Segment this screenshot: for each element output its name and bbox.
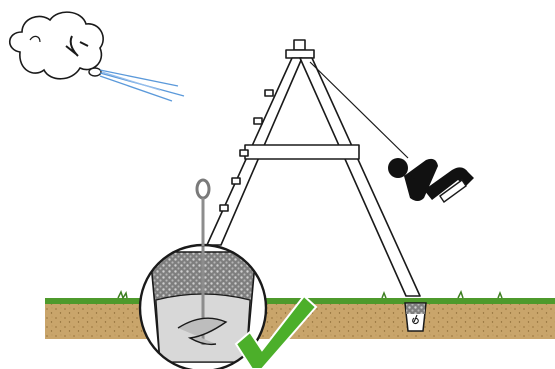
auger-anchor-inset — [138, 243, 268, 369]
child-arm — [411, 161, 429, 179]
top-bolt — [293, 39, 306, 51]
wind-gust — [99, 69, 185, 102]
swing-seat — [439, 179, 467, 203]
wind-cloud — [8, 11, 185, 102]
top-plate — [285, 49, 315, 59]
auger-anchor — [195, 178, 211, 246]
anchor-gravel — [406, 304, 425, 314]
anchor-bolt-icon — [412, 314, 419, 325]
child-swinging — [388, 158, 474, 203]
anchor-eye — [195, 178, 211, 200]
swing-frame — [206, 39, 421, 297]
child-legs — [424, 167, 474, 200]
cloud-mouth — [88, 67, 102, 77]
cross-bar — [244, 144, 360, 160]
grass-tufts — [117, 290, 503, 300]
auger-screw — [177, 317, 228, 346]
ladder-steps — [219, 89, 274, 212]
right-leg — [299, 57, 421, 297]
child-body — [404, 158, 438, 201]
checkmark-icon — [234, 294, 318, 369]
swing-chain — [309, 61, 409, 159]
cloud-angry-face — [65, 35, 89, 57]
cloud-icon — [8, 11, 104, 80]
ground-anchor — [404, 302, 427, 332]
cloud-curl — [29, 35, 41, 43]
child-head — [388, 158, 408, 178]
